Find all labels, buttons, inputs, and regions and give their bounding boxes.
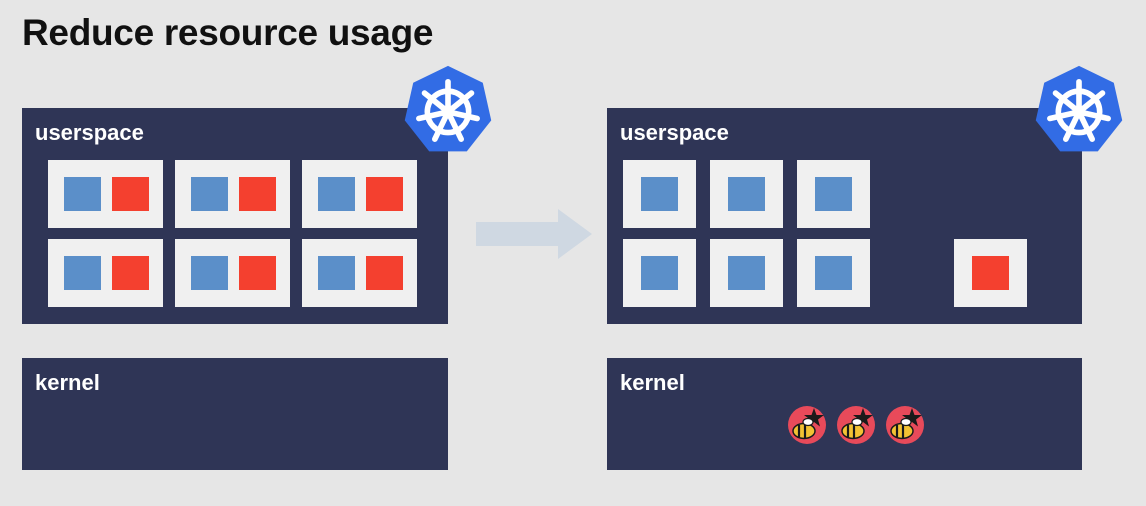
pod	[48, 239, 163, 307]
primary-container	[815, 177, 852, 211]
pod	[302, 160, 417, 228]
left-userspace-label: userspace	[35, 120, 144, 145]
right-kernel-label: kernel	[620, 370, 685, 395]
right-userspace-panel: userspace	[607, 108, 1082, 324]
pod	[797, 160, 870, 228]
arrow-right-icon	[476, 209, 592, 259]
ebpf-bee-icon	[836, 405, 876, 445]
primary-container	[191, 177, 228, 211]
sidecar-container	[972, 256, 1009, 290]
ebpf-bee-icon	[787, 405, 827, 445]
right-userspace-label: userspace	[620, 120, 729, 145]
primary-container	[318, 177, 355, 211]
slide-title: Reduce resource usage	[22, 12, 434, 53]
left-kernel-panel: kernel	[22, 358, 448, 470]
kubernetes-helm-icon	[1032, 63, 1126, 157]
left-kernel-label: kernel	[35, 370, 100, 395]
pod	[710, 160, 783, 228]
sidecar-container	[239, 177, 276, 211]
pod	[623, 160, 696, 228]
pod	[175, 160, 290, 228]
sidecar-container	[112, 256, 149, 290]
pod	[710, 239, 783, 307]
pod	[623, 239, 696, 307]
sidecar-container	[366, 177, 403, 211]
primary-container	[318, 256, 355, 290]
sidecar-container	[112, 177, 149, 211]
ebpf-bee-icon	[885, 405, 925, 445]
pod	[302, 239, 417, 307]
primary-container	[815, 256, 852, 290]
pod	[954, 239, 1027, 307]
pod	[797, 239, 870, 307]
primary-container	[64, 256, 101, 290]
primary-container	[641, 256, 678, 290]
primary-container	[641, 177, 678, 211]
primary-container	[191, 256, 228, 290]
sidecar-container	[366, 256, 403, 290]
right-kernel-panel: kernel	[607, 358, 1082, 470]
pod	[175, 239, 290, 307]
left-userspace-panel: userspace	[22, 108, 448, 324]
sidecar-container	[239, 256, 276, 290]
primary-container	[728, 177, 765, 211]
kubernetes-helm-icon	[401, 63, 495, 157]
primary-container	[728, 256, 765, 290]
primary-container	[64, 177, 101, 211]
pod	[48, 160, 163, 228]
